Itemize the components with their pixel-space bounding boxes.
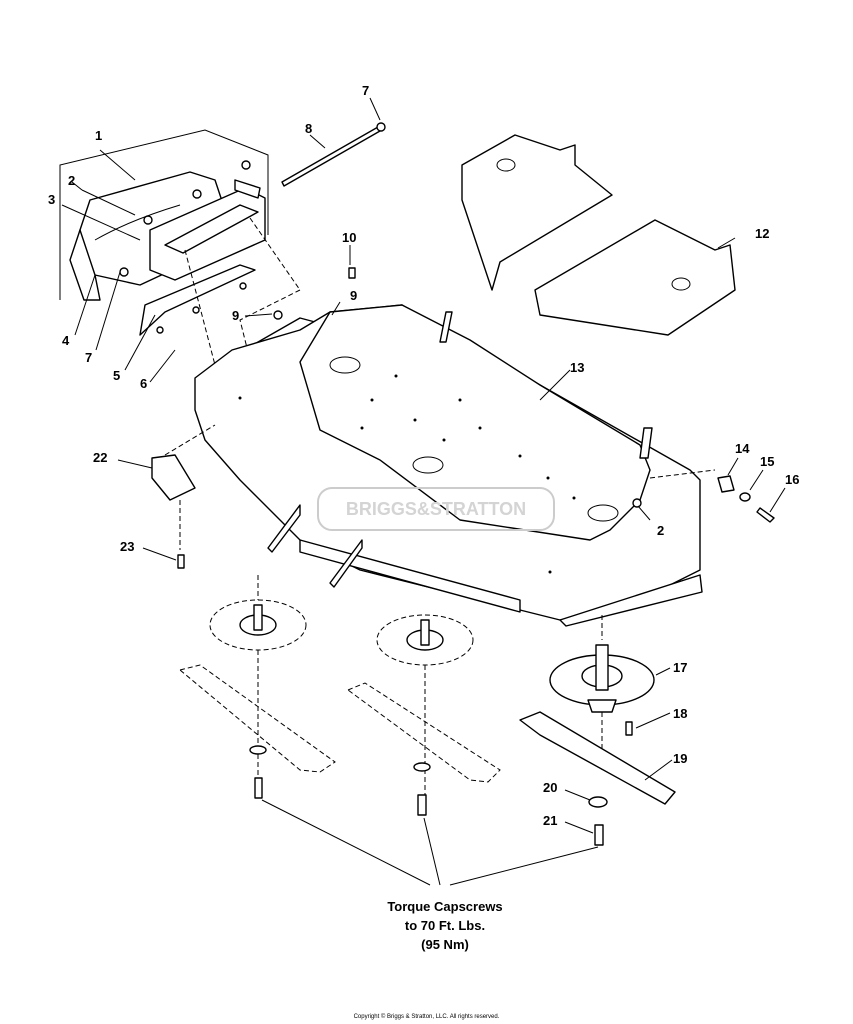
deck-holes [238,374,576,574]
callout-18: 18 [673,706,687,721]
rod [281,122,386,187]
leader-lines [61,97,786,834]
center-spindle-pulley [376,614,474,800]
torque-note-line: to 70 Ft. Lbs. [404,918,486,933]
mower-deck: BRIGGS&STRATTON [194,304,703,627]
callout-6: 6 [140,376,147,391]
callout-19: 19 [673,751,687,766]
torque-note-line: (95 Nm) [421,937,469,952]
callout-14: 14 [735,441,750,456]
callout-13: 13 [570,360,584,375]
callout-1: 1 [95,128,102,143]
callout-21: 21 [543,813,557,828]
callout-20: 20 [543,780,557,795]
callout-8: 8 [305,121,312,136]
callout-9: 9 [232,308,239,323]
callout-5: 5 [113,368,120,383]
right-blade [519,711,676,805]
torque-note: Torque Capscrews to 70 Ft. Lbs. (95 Nm) [330,897,560,954]
callout-16: 16 [785,472,799,487]
side-hardware [649,469,775,523]
callout-2: 2 [657,523,664,538]
callout-3: 3 [48,192,55,207]
callout-2: 2 [68,173,75,188]
center-blade [346,682,501,783]
callout-23: 23 [120,539,134,554]
left-spindle-pulley [209,575,307,790]
discharge-chute-assembly [59,129,269,336]
callout-4: 4 [62,333,70,348]
callout-7: 7 [85,350,92,365]
watermark: BRIGGS&STRATTON [346,499,526,519]
callout-12: 12 [755,226,769,241]
deck-shields [461,134,736,336]
torque-note-line: Torque Capscrews [387,899,503,914]
left-blade [178,664,336,773]
callout-7: 7 [362,83,369,98]
callout-9: 9 [350,288,357,303]
washers-capscrews [249,745,608,886]
callout-15: 15 [760,454,774,469]
callout-10: 10 [342,230,356,245]
mounting-bracket [151,424,216,569]
copyright-notice: Copyright © Briggs & Stratton, LLC. All … [353,1014,500,1020]
callout-22: 22 [93,450,107,465]
callout-17: 17 [673,660,687,675]
spindle-assembly [549,615,655,770]
callout-labels: 1 2 2 3 4 5 6 7 7 8 9 9 10 12 13 14 15 1… [48,83,799,828]
